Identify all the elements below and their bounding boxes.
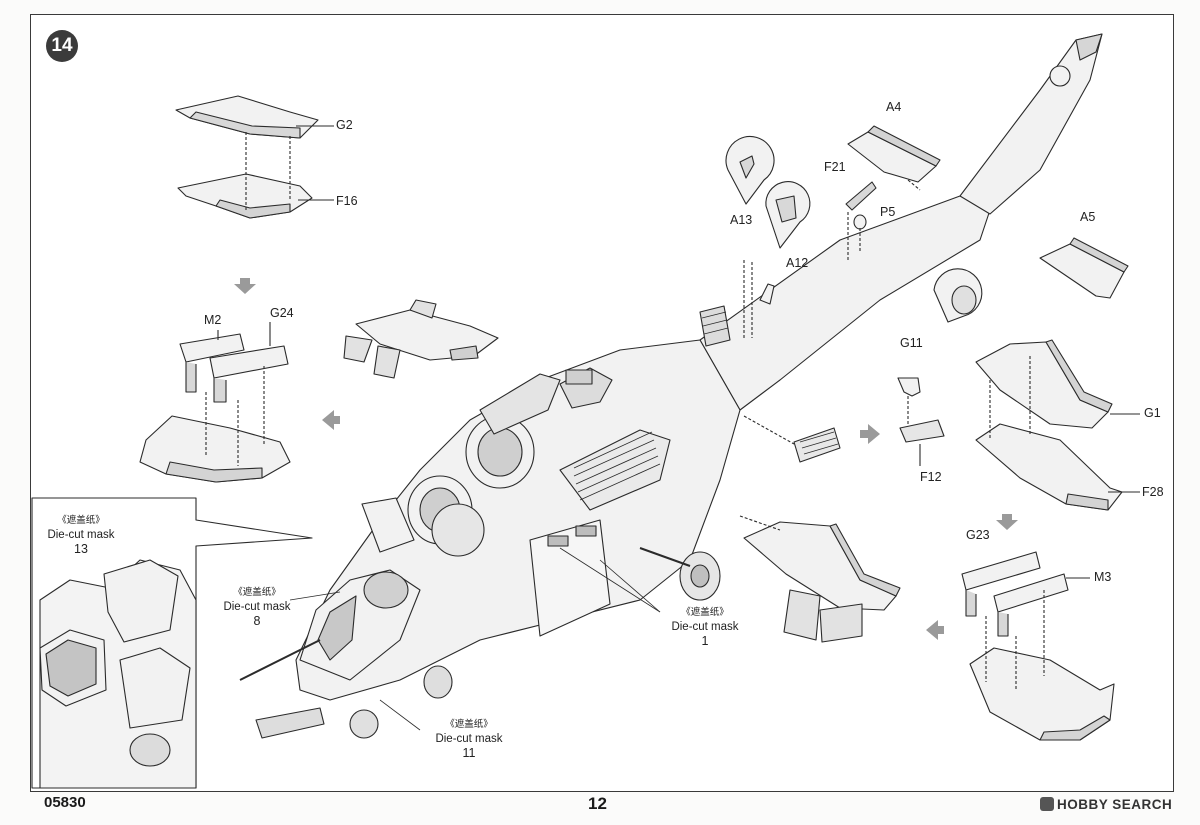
mask-callout-8: 《遮盖纸》 Die-cut mask 8 xyxy=(212,586,302,628)
label-f21: F21 xyxy=(824,160,846,174)
label-f12: F12 xyxy=(920,470,942,484)
mask-1-num: 1 xyxy=(701,634,709,648)
label-g1: G1 xyxy=(1144,406,1161,420)
label-a13: A13 xyxy=(730,213,753,227)
label-m2: M2 xyxy=(204,313,222,327)
mask-13-num: 13 xyxy=(74,542,88,556)
label-m3: M3 xyxy=(1094,570,1112,584)
mask-leaders xyxy=(289,547,661,731)
grille-part xyxy=(743,415,841,463)
mask-11-cn: 《遮盖纸》 xyxy=(445,719,493,730)
stub-wing-lower-right xyxy=(961,551,1115,741)
mask-8-cn: 《遮盖纸》 xyxy=(233,587,281,598)
detail-callouts xyxy=(725,135,983,340)
mask-11-num: 11 xyxy=(462,746,476,760)
label-a5: A5 xyxy=(1080,210,1096,224)
label-g24: G24 xyxy=(270,306,294,320)
mask-11-en: Die-cut mask xyxy=(435,733,503,745)
label-g23: G23 xyxy=(966,528,990,542)
mask-1-en: Die-cut mask xyxy=(671,621,739,633)
mask-8-en: Die-cut mask xyxy=(223,601,291,613)
mask-13-en: Die-cut mask xyxy=(47,529,115,541)
stub-wing-middle xyxy=(343,299,499,379)
mask-13-cn: 《遮盖纸》 xyxy=(57,515,105,526)
direction-arrows xyxy=(234,278,1018,640)
label-f28: F28 xyxy=(1142,485,1164,499)
mask-callout-13: 《遮盖纸》 Die-cut mask 13 xyxy=(36,514,126,556)
brand-watermark: HOBBY SEARCH xyxy=(1040,797,1172,812)
step-number-badge: 14 xyxy=(46,30,78,62)
brand-text: HOBBY SEARCH xyxy=(1057,797,1173,812)
label-a12: A12 xyxy=(786,256,809,270)
bracket-g11-f12 xyxy=(897,377,945,466)
page-number: 12 xyxy=(588,794,607,813)
inset-detail xyxy=(31,497,313,789)
label-p5: P5 xyxy=(880,205,896,219)
mask-callout-1: 《遮盖纸》 Die-cut mask 1 xyxy=(660,606,750,648)
mask-8-num: 8 xyxy=(253,614,261,628)
label-f16: F16 xyxy=(336,194,358,208)
mask-callout-11: 《遮盖纸》 Die-cut mask 11 xyxy=(424,718,514,760)
stub-wing-left xyxy=(139,322,291,483)
brand-logo-icon xyxy=(1040,797,1054,811)
label-g11: G11 xyxy=(900,336,923,350)
helicopter-fuselage xyxy=(239,33,1103,739)
stub-wing-lower-center xyxy=(739,515,901,643)
stub-wing-upper-left xyxy=(175,95,334,219)
tail-parts xyxy=(845,125,1129,299)
label-g2: G2 xyxy=(336,118,353,132)
stub-wing-right xyxy=(975,339,1140,511)
label-a4: A4 xyxy=(886,100,902,114)
product-code: 05830 xyxy=(44,794,86,811)
mask-1-cn: 《遮盖纸》 xyxy=(681,607,729,618)
